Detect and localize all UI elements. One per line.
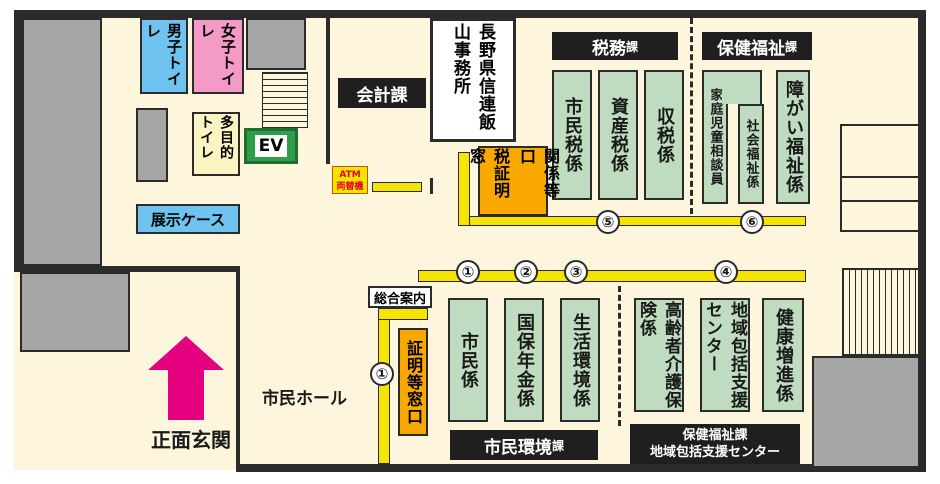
atm-queue-line bbox=[372, 182, 422, 192]
right-lower-gray-block bbox=[812, 356, 920, 468]
desk-disability-welfare: 障がい福祉係 bbox=[776, 70, 810, 204]
certificate-window-label: 証明等窓口 bbox=[404, 339, 423, 425]
certificate-window[interactable]: 証明等窓口 bbox=[398, 328, 428, 436]
citizen-hall-label: 市民ホール bbox=[262, 389, 347, 409]
wall-lobby-left bbox=[236, 270, 240, 470]
information-label: 総合案内 bbox=[373, 291, 426, 307]
mens-toilet: 男子トイレ bbox=[140, 18, 188, 94]
tax-certificate-window[interactable]: 税証明窓 関係等口 bbox=[467, 146, 560, 216]
nagano-office-label: 長野県信連飯山事務所 bbox=[450, 23, 495, 131]
multi-toilet-label: 多目的トイレ bbox=[198, 115, 234, 160]
queue-number-1-left: ① bbox=[370, 362, 394, 386]
welfare-support-line2: 地域包括支援センター bbox=[649, 445, 780, 460]
elevator-label: EV bbox=[254, 135, 288, 157]
left-gray-block bbox=[22, 18, 102, 266]
desk-living-environment: 生活環境係 bbox=[560, 298, 600, 422]
atm-label: ATM bbox=[339, 170, 361, 180]
stairs-right bbox=[842, 268, 920, 356]
queue-number-5: ⑤ bbox=[596, 210, 620, 234]
desk-social-welfare: 社会福祉係 bbox=[738, 104, 764, 204]
entrance-label: 正面玄関 bbox=[151, 428, 231, 452]
accounting-wall bbox=[326, 18, 330, 164]
multi-purpose-toilet: 多目的トイレ bbox=[192, 112, 240, 176]
welfare-title: 保健福祉 bbox=[716, 38, 785, 59]
womens-toilet-label: 女子トイレ bbox=[198, 23, 237, 87]
citizen-environment-suffix: 課 bbox=[551, 438, 564, 453]
environment-welfare-divider bbox=[618, 286, 621, 426]
wall-right bbox=[918, 10, 926, 472]
desk-elderly-care-insurance: 高齢者介護保険係 bbox=[634, 298, 684, 412]
citizen-environment-title: 市民環境 bbox=[483, 437, 552, 458]
desk-resident-tax: 市民税係 bbox=[552, 70, 592, 200]
right-room-upper bbox=[840, 124, 920, 232]
exhibition-case-label: 展示ケース bbox=[150, 210, 226, 229]
tax-section-title: 税務課 bbox=[552, 32, 678, 60]
tax-welfare-divider bbox=[690, 18, 693, 214]
right-room-divider-2 bbox=[840, 200, 920, 202]
atm-partition bbox=[430, 178, 433, 194]
information-desk[interactable]: 総合案内 bbox=[368, 286, 432, 308]
atm-exchange-label: 両替機 bbox=[336, 182, 364, 192]
queue-number-3: ③ bbox=[564, 260, 588, 284]
queue-number-1-top: ① bbox=[456, 260, 480, 284]
accounting-section-title: 会計課 bbox=[338, 78, 426, 108]
desk-tax-collection: 収税係 bbox=[644, 70, 684, 200]
tax-window-col2: 関係等口 bbox=[517, 148, 560, 199]
atm-machine[interactable]: ATM 両替機 bbox=[332, 166, 368, 194]
exhibition-case: 展示ケース bbox=[136, 204, 240, 234]
womens-toilet: 女子トイレ bbox=[192, 18, 244, 94]
left-counter-connector bbox=[378, 308, 428, 320]
tax-title-suffix: 課 bbox=[625, 39, 638, 54]
upper-counter-side bbox=[458, 152, 470, 226]
nagano-office: 長野県信連飯山事務所 bbox=[430, 18, 516, 142]
small-gray-block bbox=[136, 108, 168, 182]
elevator[interactable]: EV bbox=[244, 128, 298, 164]
welfare-title-suffix: 課 bbox=[784, 39, 797, 54]
wall-bottom bbox=[236, 464, 926, 472]
stairs-top bbox=[262, 72, 308, 128]
queue-number-4: ④ bbox=[714, 260, 738, 284]
lower-left-gray-block bbox=[20, 272, 130, 352]
citizen-environment-section-title: 市民環境課 bbox=[450, 430, 598, 460]
wall-mid-horizontal bbox=[14, 266, 240, 272]
mens-toilet-label: 男子トイレ bbox=[144, 23, 183, 87]
tax-title: 税務 bbox=[591, 38, 626, 59]
tax-window-col1: 税証明窓 bbox=[467, 148, 510, 199]
welfare-support-line1: 保健福祉課 bbox=[682, 428, 748, 443]
queue-number-2: ② bbox=[514, 260, 538, 284]
accounting-label: 会計課 bbox=[356, 85, 408, 106]
desk-community-support-center: 地域包括支援センター bbox=[700, 298, 750, 412]
welfare-desk-connector bbox=[722, 70, 762, 104]
wall-left bbox=[14, 10, 22, 268]
entrance-arrow-icon bbox=[148, 336, 224, 420]
right-room-divider bbox=[840, 176, 920, 178]
desk-citizen: 市民係 bbox=[448, 298, 488, 422]
left-counter-line bbox=[378, 314, 390, 464]
queue-number-6: ⑥ bbox=[740, 210, 764, 234]
desk-health-promotion: 健康増進係 bbox=[762, 298, 804, 412]
desk-national-insurance-pension: 国保年金係 bbox=[504, 298, 544, 422]
toilet-gray-block bbox=[246, 18, 306, 70]
wall-top bbox=[14, 10, 926, 18]
welfare-section-title: 保健福祉課 bbox=[702, 32, 812, 60]
desk-property-tax: 資産税係 bbox=[598, 70, 638, 200]
welfare-support-section-title: 保健福祉課 地域包括支援センター bbox=[630, 424, 800, 464]
